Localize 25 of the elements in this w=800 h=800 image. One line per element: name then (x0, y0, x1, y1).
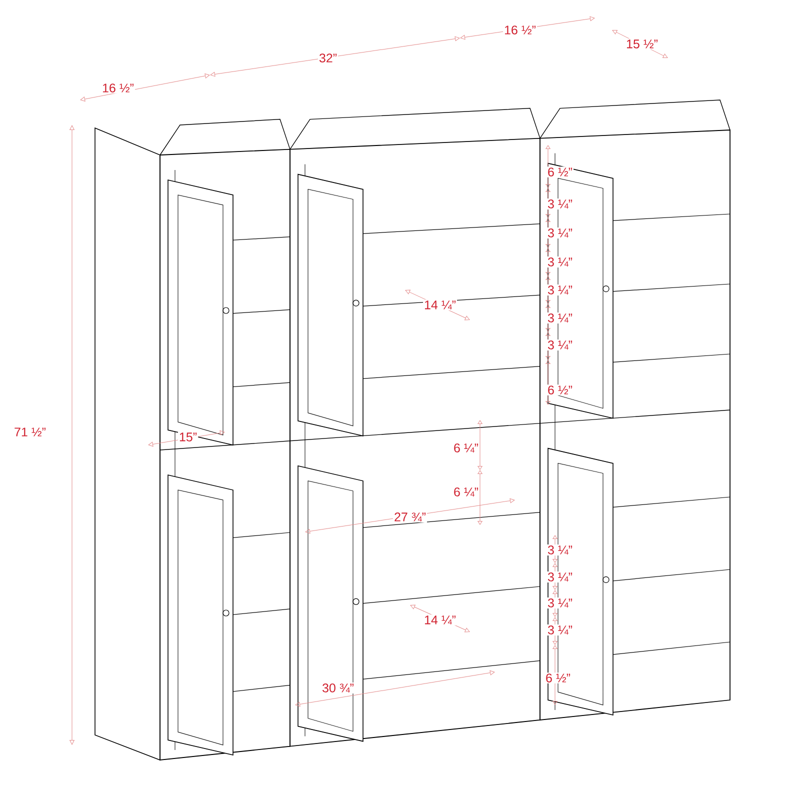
dimension-label: 3 ¼” (546, 572, 574, 582)
dimension-label: 15” (178, 432, 198, 442)
dimension-label: 3 ¼” (546, 598, 574, 608)
dimension-label: 3 ¼” (546, 340, 574, 350)
dimension-label: 30 ¾” (321, 682, 355, 694)
dimension-label: 16 ½” (101, 82, 135, 94)
dimension-label: 14 ¼” (423, 614, 457, 626)
dimension-label: 16 ½” (503, 24, 537, 36)
dimension-label: 32” (318, 52, 338, 64)
dimension-label: 15 ½” (625, 38, 659, 50)
dimension-label: 3 ¼” (546, 228, 574, 238)
dimension-label: 3 ¼” (546, 544, 574, 556)
dimension-label: 3 ¼” (546, 624, 574, 636)
dimension-label: 6 ½” (546, 166, 574, 178)
dimension-label: 27 ¾” (393, 512, 427, 522)
dimension-label: 14 ¼” (423, 300, 457, 310)
dimension-label: 6 ½” (546, 384, 574, 396)
dimension-label: 3 ¼” (546, 256, 574, 268)
dimension-label: 3 ¼” (546, 312, 574, 324)
dimension-label: 3 ¼” (546, 198, 574, 210)
dimension-label: 6 ¼” (452, 486, 480, 498)
dimension-label: 6 ¼” (452, 442, 480, 454)
dimension-label: 3 ¼” (546, 284, 574, 296)
dimension-label: 6 ½” (544, 672, 572, 684)
dimension-label: 71 ½” (13, 426, 47, 438)
